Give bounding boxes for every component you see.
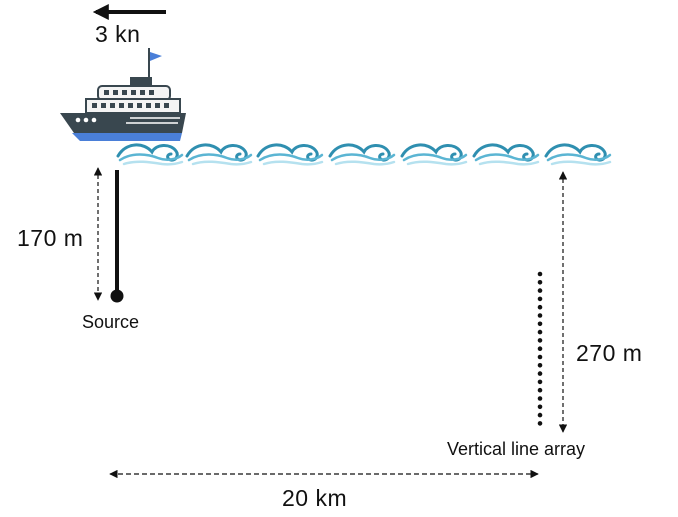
array-element xyxy=(537,288,543,293)
source-marker xyxy=(110,289,124,303)
source-depth-label: 170 m xyxy=(17,225,84,251)
array-element xyxy=(537,371,543,376)
ship-icon xyxy=(60,48,186,141)
array-element xyxy=(537,338,543,343)
array-element xyxy=(537,404,543,410)
array-element xyxy=(537,296,543,302)
flag-icon xyxy=(150,52,162,61)
array-element xyxy=(537,329,543,335)
wave-icon xyxy=(185,143,253,166)
wave-icon xyxy=(116,143,184,166)
array-element xyxy=(537,354,543,360)
array-element xyxy=(537,346,543,352)
array-element xyxy=(537,396,543,401)
wave-icon xyxy=(328,143,396,166)
array-element xyxy=(537,304,543,310)
array-element xyxy=(537,313,543,318)
range-label: 20 km xyxy=(282,485,348,511)
speed-label: 3 kn xyxy=(95,21,141,47)
array-element xyxy=(537,412,543,418)
source-label: Source xyxy=(82,312,140,332)
array-depth-label: 270 m xyxy=(576,340,643,366)
array-label: Vertical line array xyxy=(447,439,586,459)
array-element xyxy=(537,421,543,426)
array-element xyxy=(537,379,543,385)
vertical-line-array xyxy=(537,271,543,426)
array-element xyxy=(537,280,543,285)
wave-icon xyxy=(544,143,612,166)
array-element xyxy=(537,271,543,277)
wave-icon xyxy=(256,143,324,166)
wave-icon xyxy=(400,143,468,166)
array-element xyxy=(537,321,543,327)
sea-surface xyxy=(116,143,612,166)
array-element xyxy=(537,363,543,368)
array-element xyxy=(537,387,543,393)
wave-icon xyxy=(472,143,540,166)
